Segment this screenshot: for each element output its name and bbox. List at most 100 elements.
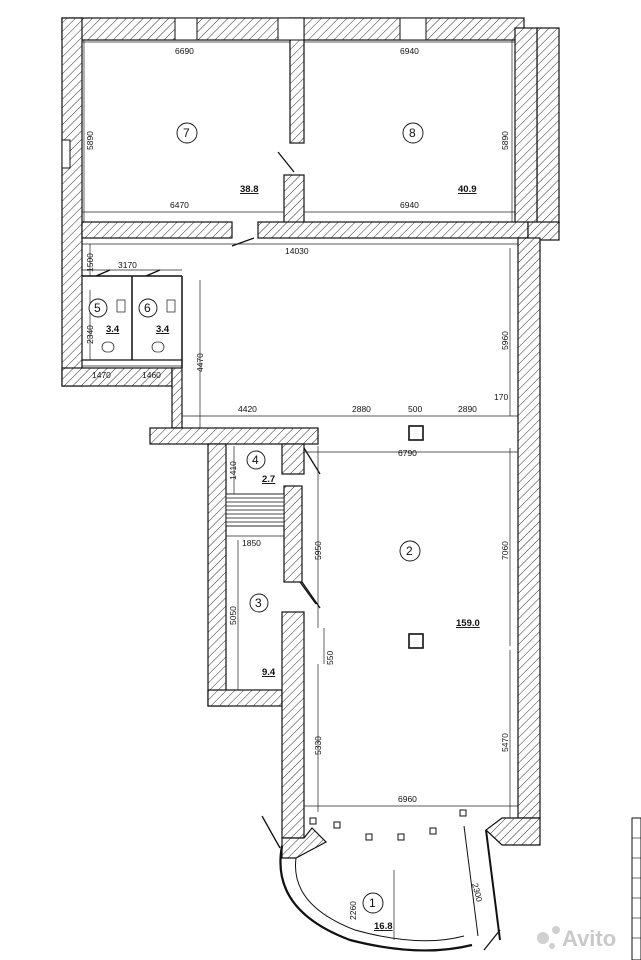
avito-watermark: Avito bbox=[537, 926, 616, 951]
wall-above-room4 bbox=[149, 427, 319, 445]
room-5-number: 5 bbox=[94, 301, 101, 315]
wall-room4-right bbox=[281, 443, 305, 475]
dim-1470: 1470 bbox=[92, 370, 111, 380]
door-entrance-right bbox=[483, 929, 501, 951]
window-pillars bbox=[61, 17, 427, 169]
wall-corridor-right bbox=[257, 221, 529, 239]
title-block bbox=[631, 817, 641, 960]
wall-top-right bbox=[536, 27, 560, 224]
dim-5950: 5950 bbox=[313, 541, 323, 560]
room-6-number: 6 bbox=[144, 301, 151, 315]
dim-6790: 6790 bbox=[398, 448, 417, 458]
room-8-number: 8 bbox=[409, 126, 416, 140]
dim-5470: 5470 bbox=[500, 733, 510, 752]
dim-6940-bottom: 6940 bbox=[400, 200, 419, 210]
dim-2880: 2880 bbox=[352, 404, 371, 414]
dim-2340: 2340 bbox=[85, 325, 95, 344]
door-room5 bbox=[95, 269, 111, 277]
room-7-number: 7 bbox=[183, 126, 190, 140]
dim-1410: 1410 bbox=[228, 461, 238, 480]
dim-2890: 2890 bbox=[458, 404, 477, 414]
avito-logo-icon bbox=[537, 932, 549, 944]
wall-left-lower bbox=[207, 443, 227, 707]
room-1-number: 1 bbox=[369, 896, 376, 910]
door-room7-8 bbox=[277, 151, 295, 173]
wall-bottom-right-corner bbox=[485, 817, 541, 846]
walls bbox=[61, 17, 560, 859]
room-1-area: 16.8 bbox=[374, 921, 393, 932]
dim-4470: 4470 bbox=[195, 353, 205, 372]
dim-5890-right: 5890 bbox=[500, 131, 510, 150]
room-2-number: 2 bbox=[406, 544, 413, 558]
room-4: 4 2.7 bbox=[246, 450, 275, 485]
wall-room3-right-lower bbox=[281, 611, 305, 839]
dim-550: 550 bbox=[325, 651, 335, 665]
dim-6960: 6960 bbox=[398, 794, 417, 804]
dim-1460: 1460 bbox=[142, 370, 161, 380]
room-3-area: 9.4 bbox=[262, 667, 276, 678]
room-labels: 7 38.8 8 40.9 5 3.4 6 3.4 4 2.7 3 9.4 bbox=[88, 122, 480, 932]
room-5: 5 3.4 bbox=[88, 298, 120, 335]
dim-5960: 5960 bbox=[500, 331, 510, 350]
room-2: 2 159.0 bbox=[399, 540, 480, 629]
wall-right-main bbox=[517, 237, 541, 819]
dim-500: 500 bbox=[408, 404, 422, 414]
room-1: 1 16.8 bbox=[362, 892, 393, 932]
room-4-area: 2.7 bbox=[262, 474, 275, 485]
wall-corridor-right-end bbox=[527, 221, 560, 241]
wall-bottom-left-corner bbox=[281, 827, 327, 859]
wall-left-upper bbox=[61, 17, 83, 387]
sink-fixture-6 bbox=[166, 299, 176, 313]
column-lower bbox=[408, 633, 424, 649]
door-corridor bbox=[231, 237, 255, 247]
dim-14030: 14030 bbox=[285, 246, 309, 256]
room-7-area: 38.8 bbox=[240, 184, 259, 195]
entrance-bay bbox=[279, 809, 501, 952]
room-6-area: 3.4 bbox=[156, 324, 170, 335]
dim-5330: 5330 bbox=[313, 736, 323, 755]
door-corridor-down bbox=[299, 581, 317, 605]
room-3-number: 3 bbox=[255, 596, 262, 610]
avito-brand-text: Avito bbox=[562, 926, 616, 951]
dimension-lines bbox=[82, 40, 518, 940]
wall-bottom-room3 bbox=[207, 689, 283, 707]
room-5-area: 3.4 bbox=[106, 324, 120, 335]
dim-2260: 2260 bbox=[348, 901, 358, 920]
door-entrance-left bbox=[261, 815, 281, 849]
stairs bbox=[225, 493, 285, 527]
dim-6940-top: 6940 bbox=[400, 46, 419, 56]
dim-1850: 1850 bbox=[242, 538, 261, 548]
toilet-fixture-5 bbox=[101, 341, 115, 353]
column-upper bbox=[408, 425, 424, 441]
doors bbox=[95, 151, 501, 951]
toilet-partitions bbox=[82, 275, 183, 368]
dim-6470: 6470 bbox=[170, 200, 189, 210]
dimension-labels: 6690 6940 5890 5890 6470 6940 14030 1500… bbox=[85, 46, 510, 920]
dim-4420: 4420 bbox=[238, 404, 257, 414]
wall-partition-7-8-bottom bbox=[283, 174, 305, 229]
dim-3170: 3170 bbox=[118, 260, 137, 270]
room-8: 8 40.9 bbox=[402, 122, 477, 195]
room-3: 3 9.4 bbox=[249, 593, 276, 678]
dim-7060: 7060 bbox=[500, 541, 510, 560]
room-8-area: 40.9 bbox=[458, 184, 477, 195]
dim-5050: 5050 bbox=[228, 606, 238, 625]
sink-fixture-5 bbox=[116, 299, 126, 313]
door-room3 bbox=[301, 581, 321, 609]
wall-room3-right-upper bbox=[283, 485, 303, 583]
dim-170: 170 bbox=[494, 392, 508, 402]
wall-right-upper bbox=[514, 27, 538, 224]
door-room6 bbox=[145, 269, 161, 277]
room-2-area: 159.0 bbox=[456, 618, 480, 629]
wall-corridor-left bbox=[81, 221, 233, 239]
room-7: 7 38.8 bbox=[176, 122, 259, 195]
dim-5890-left: 5890 bbox=[85, 131, 95, 150]
room-6: 6 3.4 bbox=[138, 298, 170, 335]
room-4-number: 4 bbox=[252, 453, 259, 467]
dim-6690: 6690 bbox=[175, 46, 194, 56]
dim-2300: 2300 bbox=[470, 882, 485, 903]
wall-connector bbox=[171, 367, 183, 429]
toilet-fixture-6 bbox=[151, 341, 165, 353]
dim-1500: 1500 bbox=[85, 253, 95, 272]
